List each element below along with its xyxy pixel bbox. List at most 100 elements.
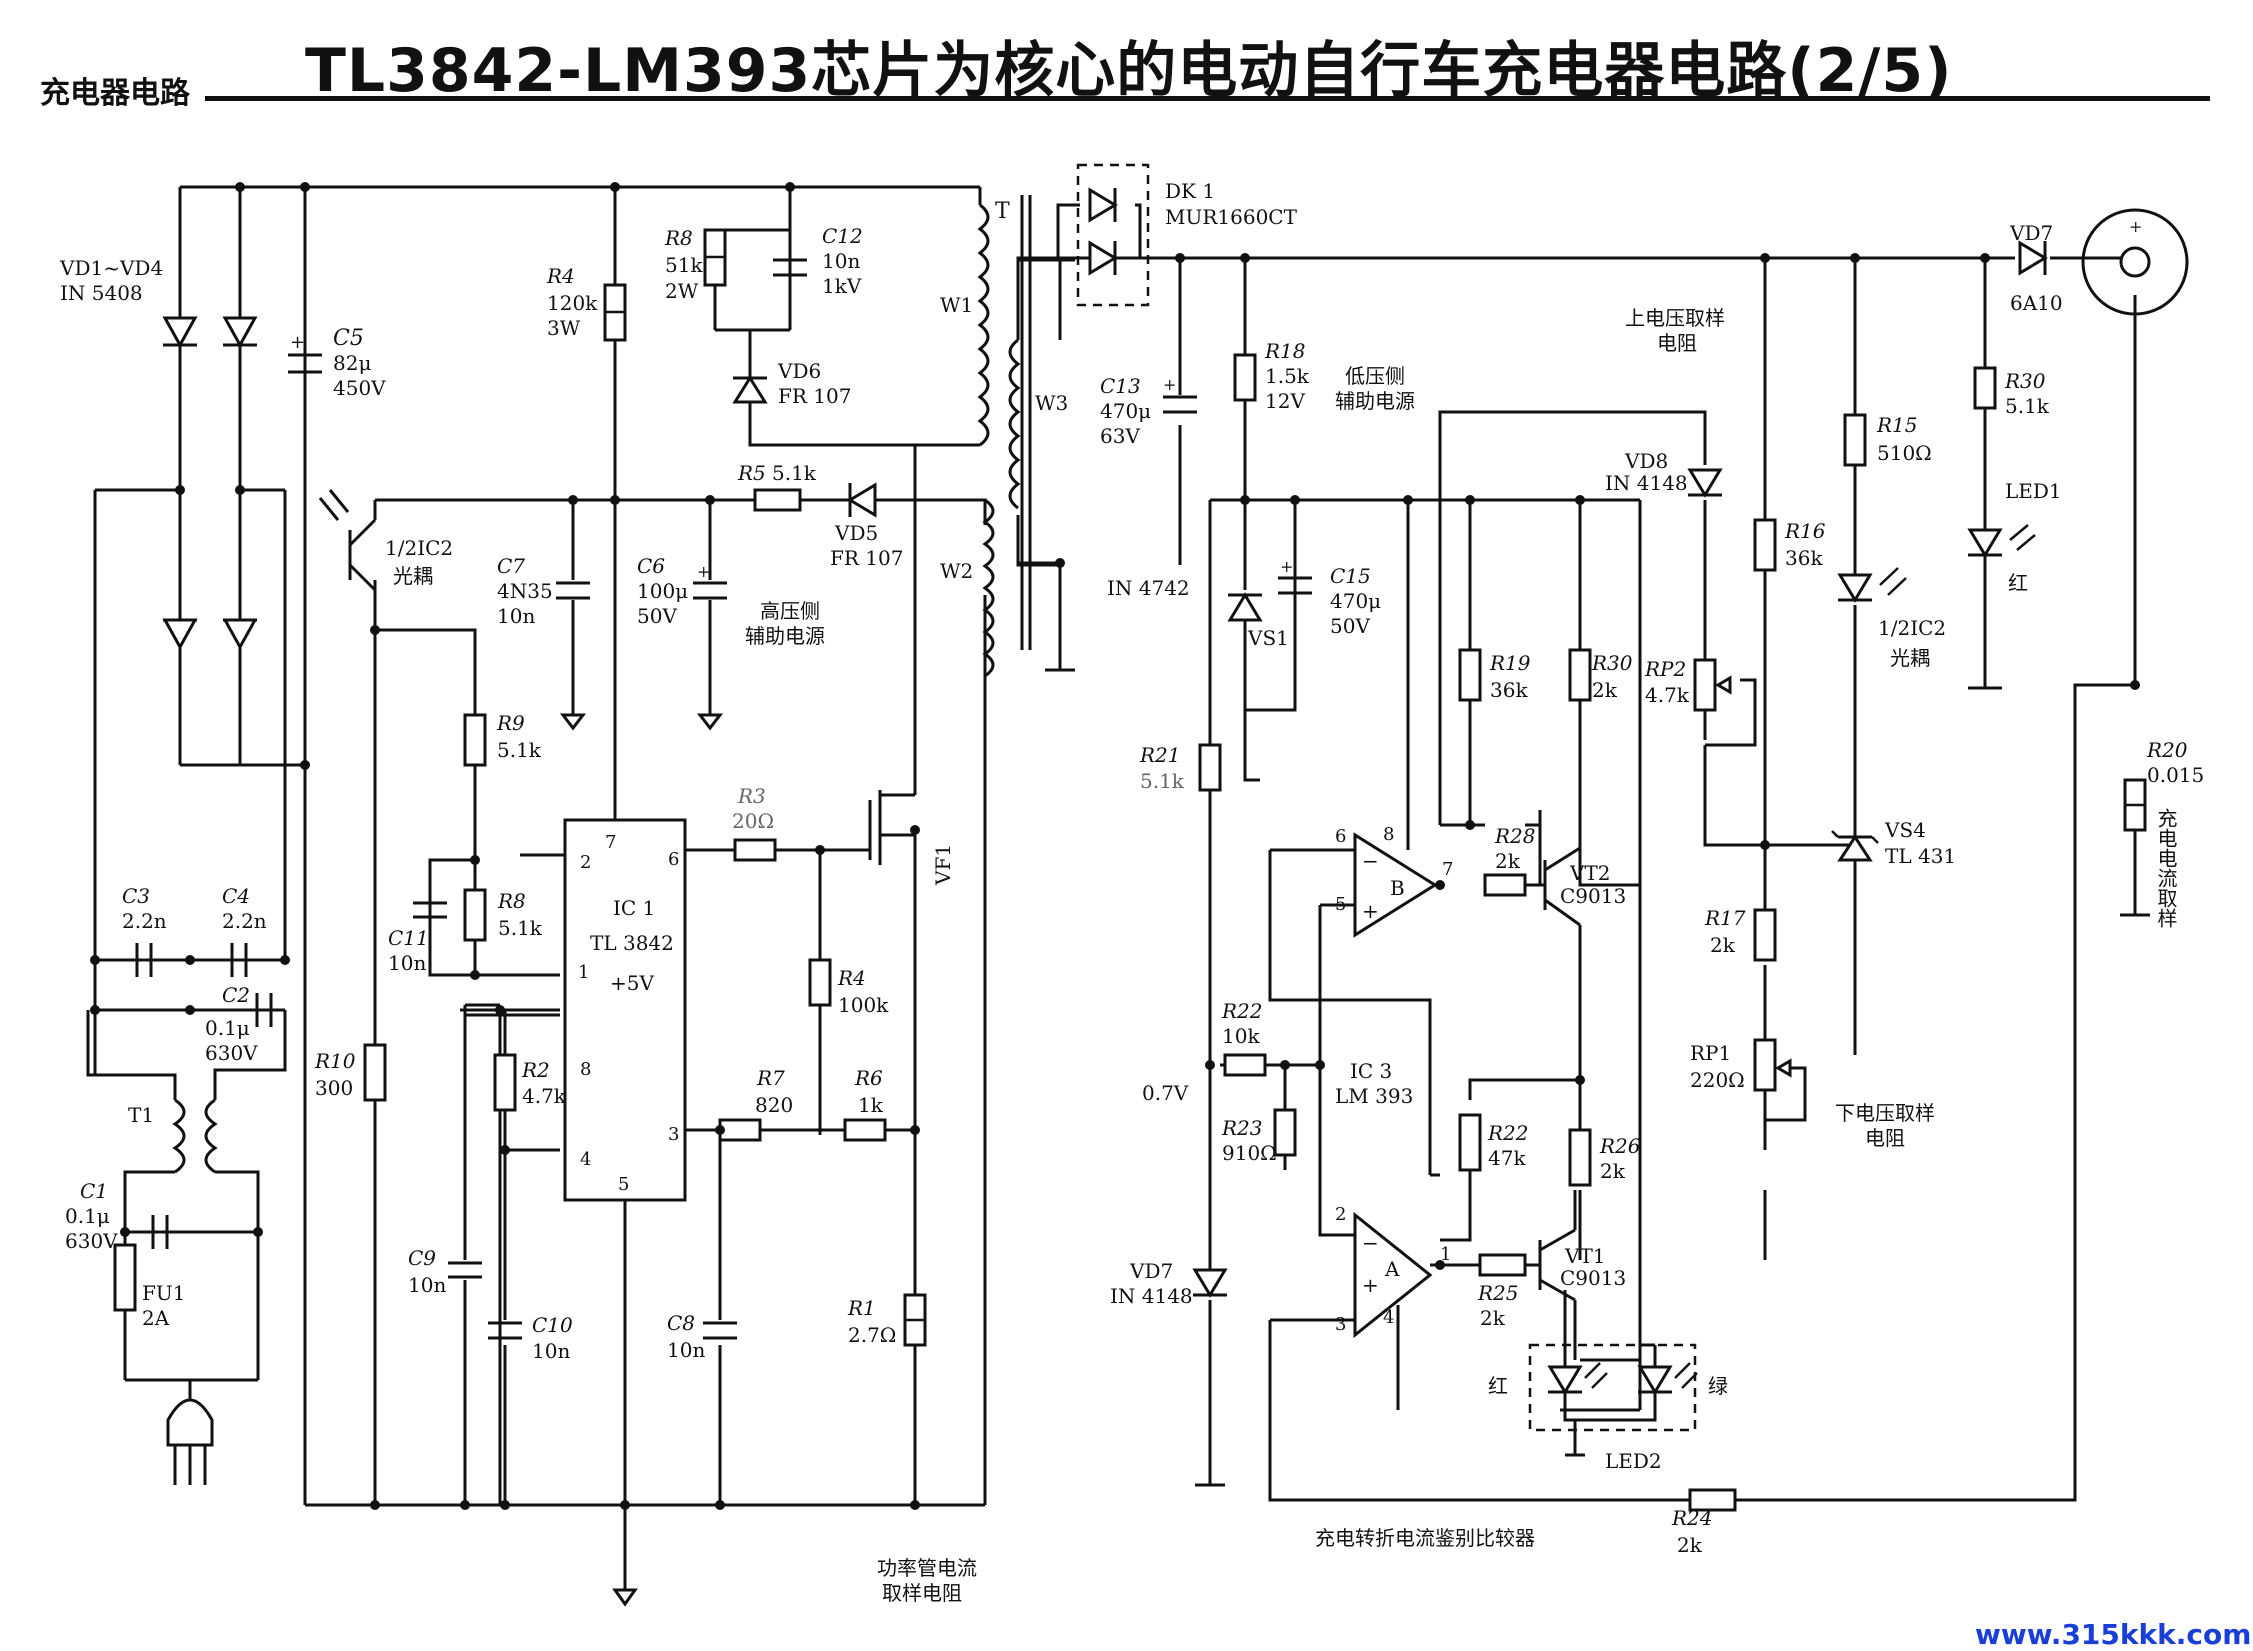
- c2v-text: 0.1μ: [205, 1016, 250, 1040]
- capacitor-c5: [288, 353, 322, 374]
- upper-sample-text: 上电压取样: [1625, 306, 1725, 330]
- c4v-text: 2.2n: [222, 909, 267, 933]
- pin4-text: 4: [580, 1149, 591, 1170]
- in4742-text: IN 4742: [1107, 576, 1190, 600]
- transistor-vt2: [1525, 846, 1582, 945]
- led1-text: LED1: [2005, 479, 2062, 503]
- capacitor-c11: [413, 860, 447, 975]
- c15u-text: 50V: [1330, 614, 1370, 638]
- r30a-text: R30: [2004, 369, 2046, 393]
- diode-vd6: [732, 375, 768, 404]
- resistor-r10: [363, 1043, 387, 1102]
- pin1-text: 1: [578, 962, 589, 983]
- pwr-sense-text: 功率管电流: [877, 1556, 977, 1580]
- r4-power: 3W: [547, 316, 581, 340]
- r19-text: R19: [1489, 651, 1531, 675]
- w3-text: W3: [1035, 391, 1068, 415]
- ic1m-text: TL 3842: [590, 931, 674, 955]
- r22b-text: R22: [1487, 1121, 1529, 1145]
- transistor-vt1: [1538, 1190, 1577, 1360]
- comparator-caption: 充电转折电流鉴别比较器: [1315, 1526, 1535, 1550]
- c3-text: C3: [122, 884, 150, 908]
- r16-text: R16: [1784, 519, 1826, 543]
- c8v-text: 10n: [667, 1338, 705, 1362]
- diode-vd5: [847, 482, 877, 518]
- c10-text: C10: [532, 1313, 573, 1337]
- resistor-r19: [1458, 648, 1482, 702]
- resistor-r22-47k: [1458, 1113, 1482, 1172]
- ic2b-cn-text: 光耦: [1890, 646, 1930, 670]
- c12v-text: 10n: [822, 249, 860, 273]
- r3v-text: 20Ω: [732, 809, 774, 833]
- resistor-r25: [1478, 1253, 1527, 1277]
- svg-text:+: +: [290, 332, 305, 353]
- svg-text:+: +: [2129, 217, 2142, 236]
- vd8-text: VD8: [1624, 449, 1668, 473]
- capacitor-c9: [448, 1261, 482, 1279]
- c9v-text: 10n: [408, 1273, 446, 1297]
- comparator-a: [1353, 1211, 1433, 1339]
- r20-cn-text: 充电电流取样: [2154, 808, 2178, 928]
- c11v-text: 10n: [388, 951, 426, 975]
- led2-green: [1637, 1362, 1698, 1395]
- minus-text: −: [1362, 849, 1379, 873]
- vd7b-text: VD7: [1129, 1259, 1173, 1283]
- vs4-text: VS4: [1884, 818, 1926, 842]
- resistor-r4b: [808, 958, 832, 1007]
- resistor-r17: [1753, 908, 1777, 962]
- pin7-text: 7: [605, 832, 616, 853]
- r2v-text: 4.7k: [522, 1084, 567, 1108]
- r10v-text: 300: [315, 1076, 353, 1100]
- r8a-text: R8: [664, 226, 693, 250]
- r5v-text: 5.1k: [772, 461, 817, 485]
- resistor-r7: [718, 1118, 762, 1142]
- c6u-text: 50V: [637, 604, 677, 628]
- dk1-package: [1076, 163, 1150, 307]
- capacitor-c1: [151, 1215, 169, 1249]
- c7v-text: 4N35: [497, 579, 553, 603]
- ic3m-text: LM 393: [1335, 1084, 1413, 1108]
- capacitor-c10: [488, 1321, 522, 1340]
- capacitor-c6: [693, 581, 727, 600]
- resistor-r21: [1198, 743, 1222, 792]
- lower-sample2-text: 电阻: [1865, 1126, 1905, 1150]
- led2-red: [1547, 1362, 1608, 1395]
- r9v-text: 5.1k: [497, 738, 542, 762]
- diode-vd8: [1687, 468, 1723, 498]
- r22bv-text: 47k: [1488, 1146, 1526, 1170]
- vd7bm-text: IN 4148: [1110, 1284, 1193, 1308]
- lv-aux-text: 低压侧: [1345, 364, 1405, 388]
- vd5-text: VD5: [834, 521, 878, 545]
- rp2v-text: 4.7k: [1645, 683, 1690, 707]
- led1: [1967, 524, 2036, 558]
- led1c-text: 红: [2008, 571, 2028, 595]
- vd7am-text: 6A10: [2010, 291, 2063, 315]
- led2-package: [1528, 1343, 1697, 1432]
- lower-sample-text: 下电压取样: [1835, 1101, 1935, 1125]
- header-rule: [205, 96, 2210, 101]
- r1-text: R1: [847, 1296, 876, 1320]
- resistor-r18: [1233, 353, 1257, 402]
- vs1-text: VS1: [1247, 626, 1289, 650]
- r28-text: R28: [1494, 824, 1536, 848]
- r21v-text: 5.1k: [1140, 769, 1185, 793]
- w2-text: W2: [940, 559, 973, 583]
- r26v-text: 2k: [1600, 1159, 1626, 1183]
- c7-text: C7: [497, 554, 525, 578]
- capacitor-c12: [773, 258, 807, 277]
- capacitor-c8: [703, 1321, 737, 1340]
- r30bv-text: 2k: [1592, 678, 1618, 702]
- c13-text: C13: [1100, 374, 1141, 398]
- c11-text: C11: [388, 926, 429, 950]
- p2-text: 2: [1335, 1204, 1346, 1225]
- plus-text: +: [1362, 899, 1379, 923]
- resistor-r2: [493, 1053, 517, 1112]
- vf1-text: VF1: [931, 844, 955, 886]
- vd8m-text: IN 4148: [1605, 471, 1688, 495]
- r30av-text: 5.1k: [2005, 394, 2050, 418]
- c12u-text: 1kV: [822, 274, 862, 298]
- r8b-text: R8: [497, 889, 526, 913]
- c13v-text: 470μ: [1100, 399, 1151, 423]
- c5-value: 82μ: [333, 351, 371, 375]
